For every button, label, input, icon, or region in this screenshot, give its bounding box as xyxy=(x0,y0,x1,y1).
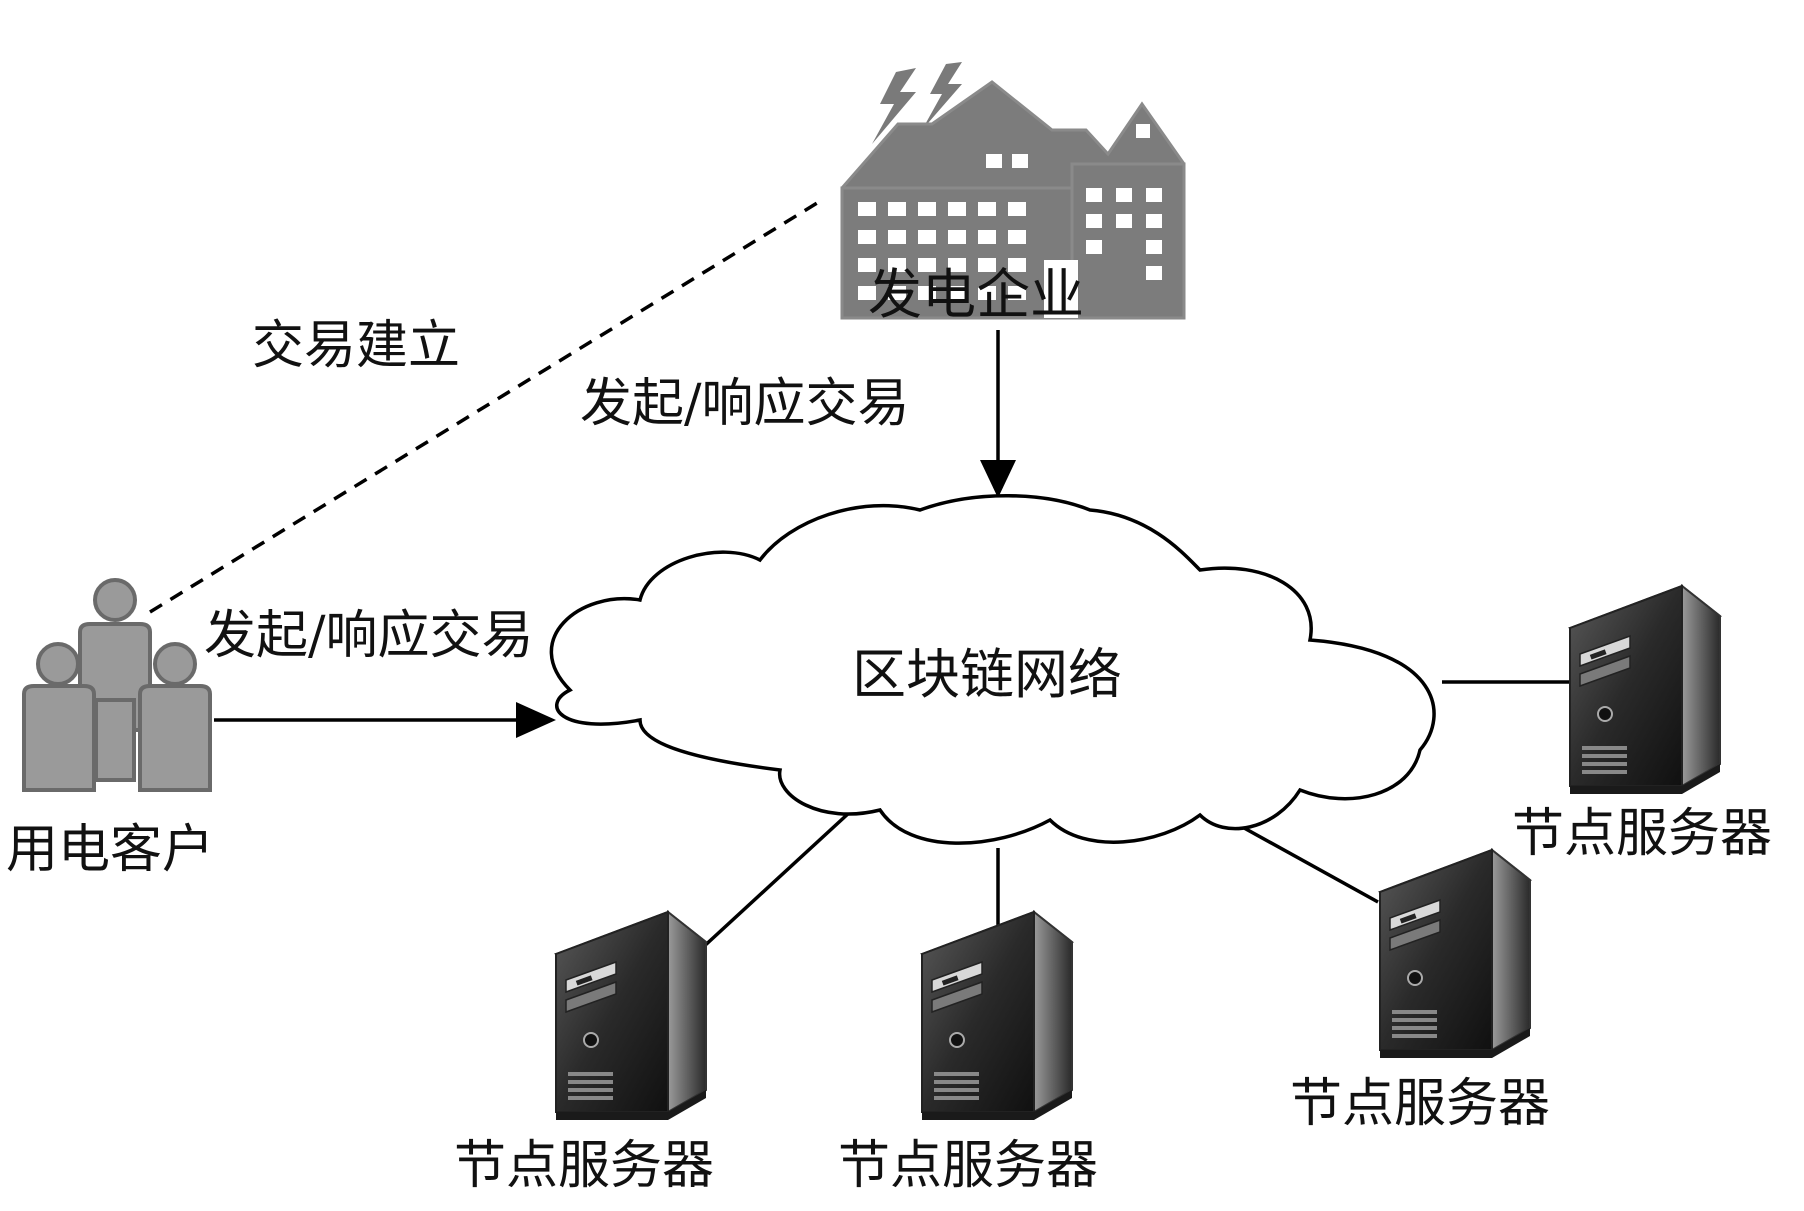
customer-arrowhead xyxy=(516,702,556,738)
server-bottom-right xyxy=(1379,849,1531,1059)
power-company-arrowhead xyxy=(980,460,1016,498)
initiate-respond-top-label: 发起/响应交易 xyxy=(580,374,910,434)
transaction-established-line xyxy=(149,198,823,614)
node-server-label-bottom-middle: 节点服务器 xyxy=(838,1136,1099,1196)
node-server-label-bottom-left: 节点服务器 xyxy=(454,1136,715,1196)
node-server-label-right-top: 节点服务器 xyxy=(1512,804,1773,864)
blockchain-cloud-icon xyxy=(549,494,1436,845)
transaction-established-label: 交易建立 xyxy=(252,316,461,376)
power-plant-building-icon xyxy=(840,62,1186,320)
blockchain-network-label: 区块链网络 xyxy=(852,643,1122,706)
server-right-top xyxy=(1569,585,1721,795)
node-server-label-bottom-right: 节点服务器 xyxy=(1290,1074,1551,1134)
users-group-icon xyxy=(22,578,212,792)
initiate-respond-left-label: 发起/响应交易 xyxy=(204,606,534,666)
lightning-icon xyxy=(872,62,962,144)
electricity-customer-label: 用电客户 xyxy=(6,820,215,880)
server-bottom-middle xyxy=(921,911,1073,1121)
server-bottom-left xyxy=(555,911,707,1121)
power-company-label: 发电企业 xyxy=(868,263,1084,326)
link-server-bottom-left xyxy=(698,810,852,952)
